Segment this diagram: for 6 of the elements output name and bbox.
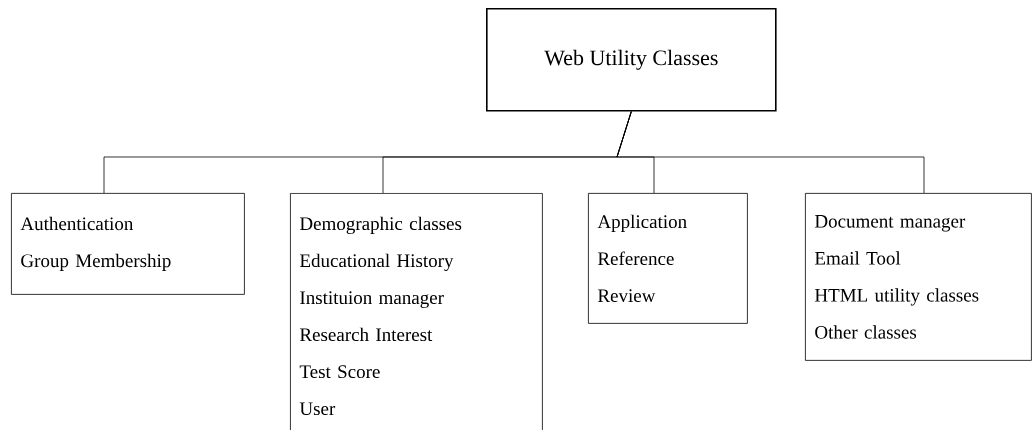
class-box: Application Reference Review xyxy=(588,193,748,324)
connector-line xyxy=(616,111,925,194)
title-box: Web Utility Classes xyxy=(486,8,777,112)
class-box: Document manager Email Tool HTML utility classes Other classes xyxy=(805,193,1032,361)
class-box: Demographic classes Educational History Instituion manager Research Interest Test Score User xyxy=(290,193,543,430)
class-box: Authentication Group Membership xyxy=(11,193,245,295)
